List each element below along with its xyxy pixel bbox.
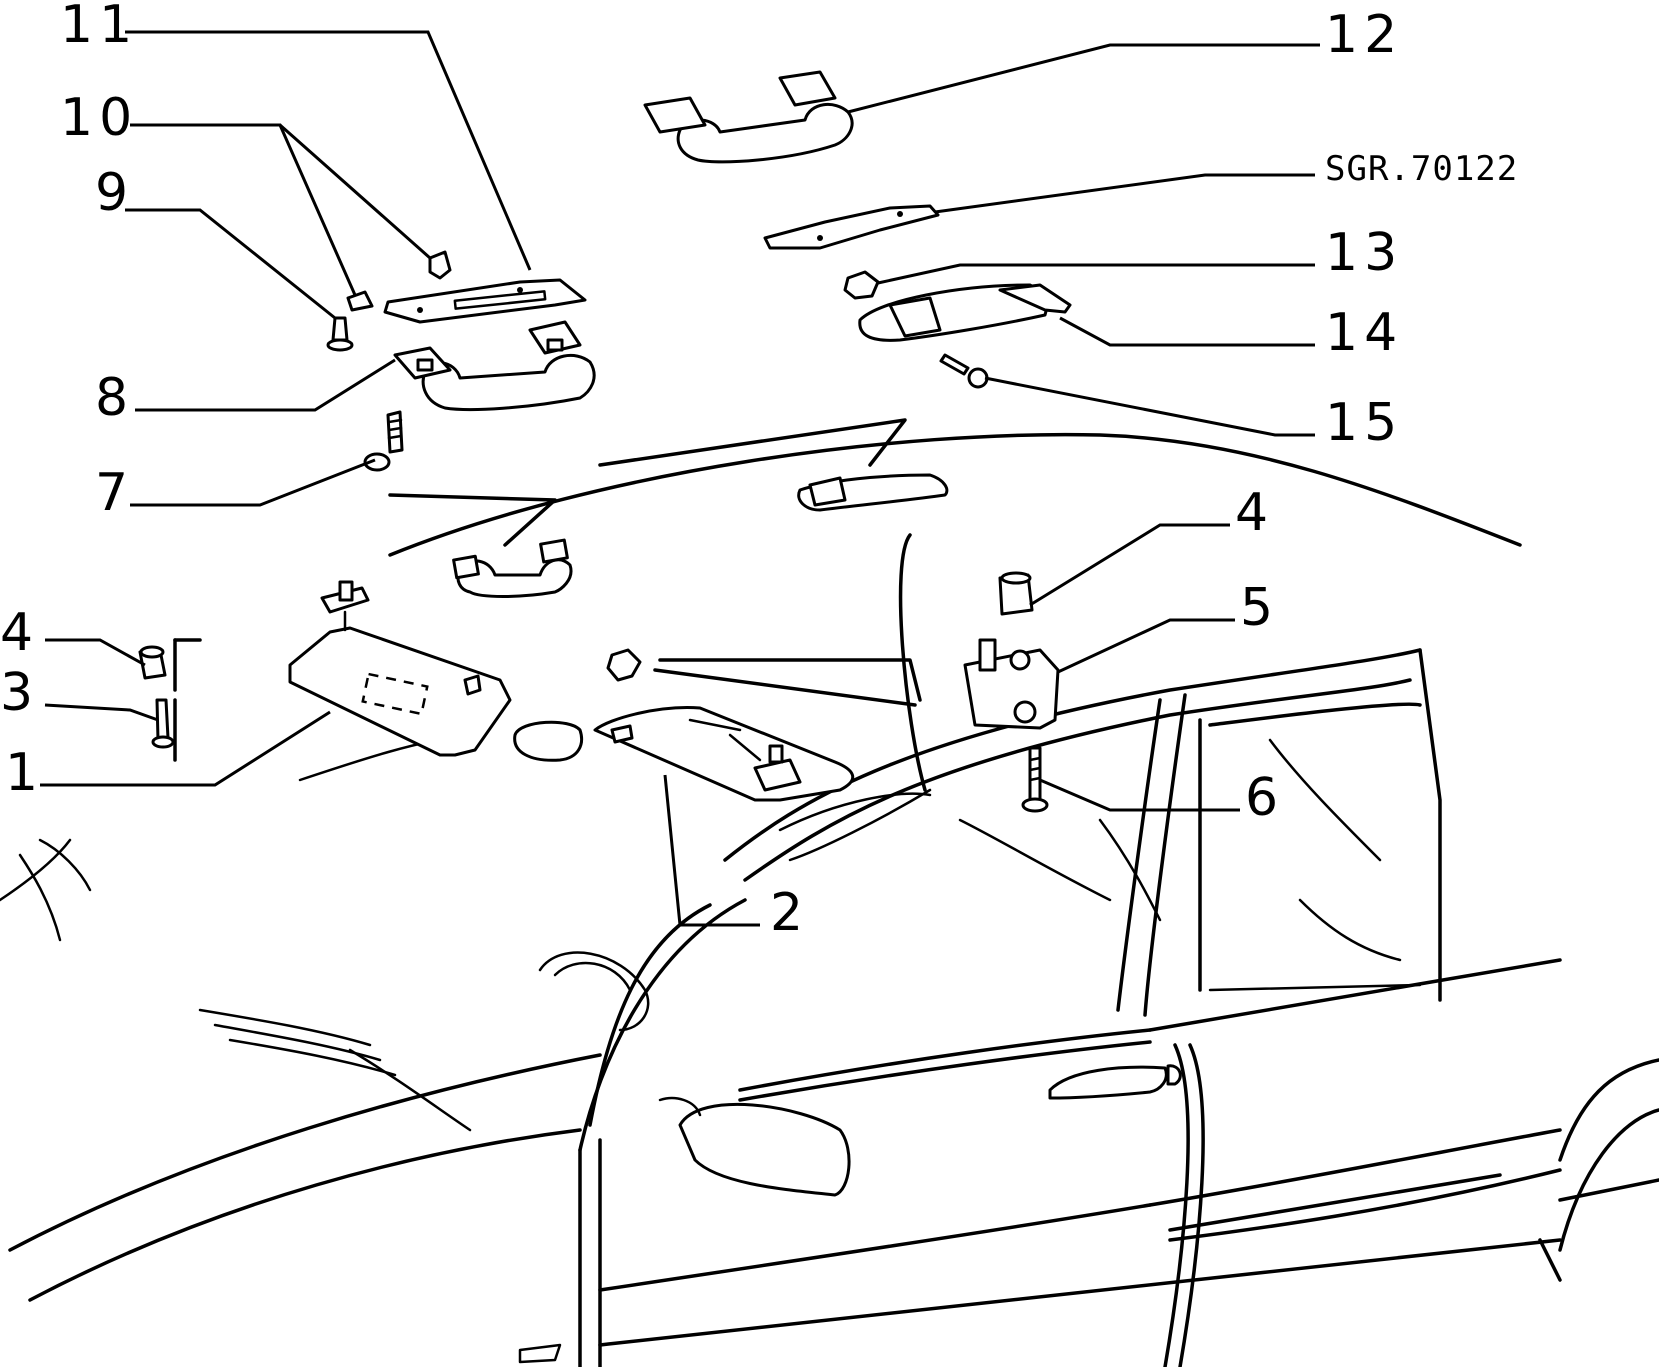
callout-5: 5 xyxy=(1240,578,1279,638)
part-3-screw xyxy=(151,698,175,749)
assembly-pointer-lines xyxy=(173,418,922,762)
part-10-clips xyxy=(346,250,452,312)
callout-10: 10 xyxy=(60,88,138,148)
callout-4-left: 4 xyxy=(0,603,39,663)
part-1-sun-visor-left xyxy=(288,580,512,757)
part-4-cap-left xyxy=(138,645,167,680)
leader-lines xyxy=(40,30,1320,927)
callout-3: 3 xyxy=(0,663,39,723)
part-11-mounting-plate xyxy=(383,278,587,324)
callout-labels: 11 10 9 8 7 4 3 1 12 13 14 15 4 5 6 2 SG… xyxy=(0,0,1518,943)
callout-6: 6 xyxy=(1245,768,1284,828)
roof-handle-installed-right xyxy=(797,473,949,512)
callout-9: 9 xyxy=(95,163,134,223)
part-visor-clip-pad xyxy=(513,720,584,762)
part-13-nut xyxy=(843,270,880,300)
callout-11: 11 xyxy=(60,0,138,55)
callout-8: 8 xyxy=(95,368,134,428)
part-7-bolt xyxy=(363,410,404,472)
part-9-screw xyxy=(326,316,354,352)
callout-7: 7 xyxy=(95,463,134,523)
car-body-outline xyxy=(0,432,1659,1367)
callout-2: 2 xyxy=(770,883,809,943)
reference-code: SGR.70122 xyxy=(1325,149,1518,189)
roof-handle-installed-left xyxy=(452,538,573,598)
part-15-screw xyxy=(939,353,989,389)
callout-1: 1 xyxy=(5,743,44,803)
callout-4-right: 4 xyxy=(1235,483,1274,543)
part-14-grab-handle xyxy=(858,283,1072,342)
callout-13: 13 xyxy=(1325,223,1403,283)
part-4-cap-right xyxy=(998,571,1034,616)
part-visor-clip-small xyxy=(606,648,642,682)
callout-14: 14 xyxy=(1325,303,1403,363)
part-8-grab-handle xyxy=(393,320,596,412)
callout-12: 12 xyxy=(1325,5,1403,65)
part-5-bracket xyxy=(963,638,1060,730)
part-2-sun-visor-right xyxy=(593,706,854,802)
callout-15: 15 xyxy=(1325,393,1403,453)
part-bracket-strip xyxy=(763,204,940,250)
part-6-screw xyxy=(1021,746,1049,813)
part-12-grab-handle xyxy=(643,70,854,164)
